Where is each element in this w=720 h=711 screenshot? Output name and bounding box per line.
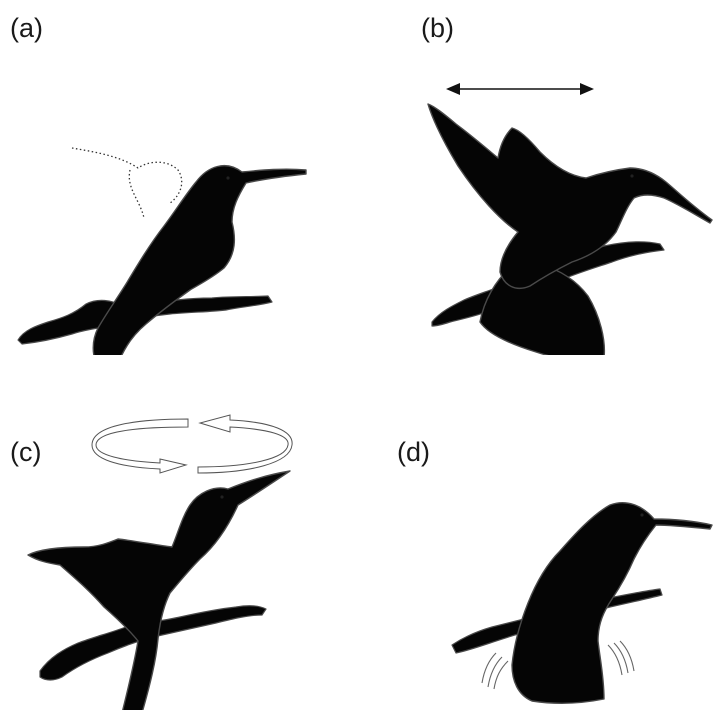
hummingbird-body-and-wings	[28, 471, 290, 710]
panel-a: (a)	[0, 0, 360, 355]
panel-d: (d)	[360, 355, 720, 710]
eye	[220, 495, 223, 498]
rotation-arrow-top	[92, 419, 188, 473]
panel-b-figure	[360, 0, 720, 355]
arrowhead-right	[580, 83, 594, 95]
arrowhead-left	[446, 83, 460, 95]
panel-a-figure	[0, 0, 360, 355]
dotted-wing-outline	[72, 148, 182, 218]
rotation-arrow-bottom	[198, 415, 292, 473]
panel-c-figure	[0, 355, 360, 710]
hummingbird-body-and-wings	[428, 104, 712, 288]
panel-c: (c)	[0, 355, 360, 710]
eye	[226, 176, 229, 179]
rotation-arrows-icon	[92, 415, 292, 473]
panel-d-figure	[360, 355, 720, 710]
panel-b: (b)	[360, 0, 720, 355]
hummingbird-body	[93, 166, 306, 355]
eye	[630, 174, 633, 177]
eye	[640, 513, 643, 516]
